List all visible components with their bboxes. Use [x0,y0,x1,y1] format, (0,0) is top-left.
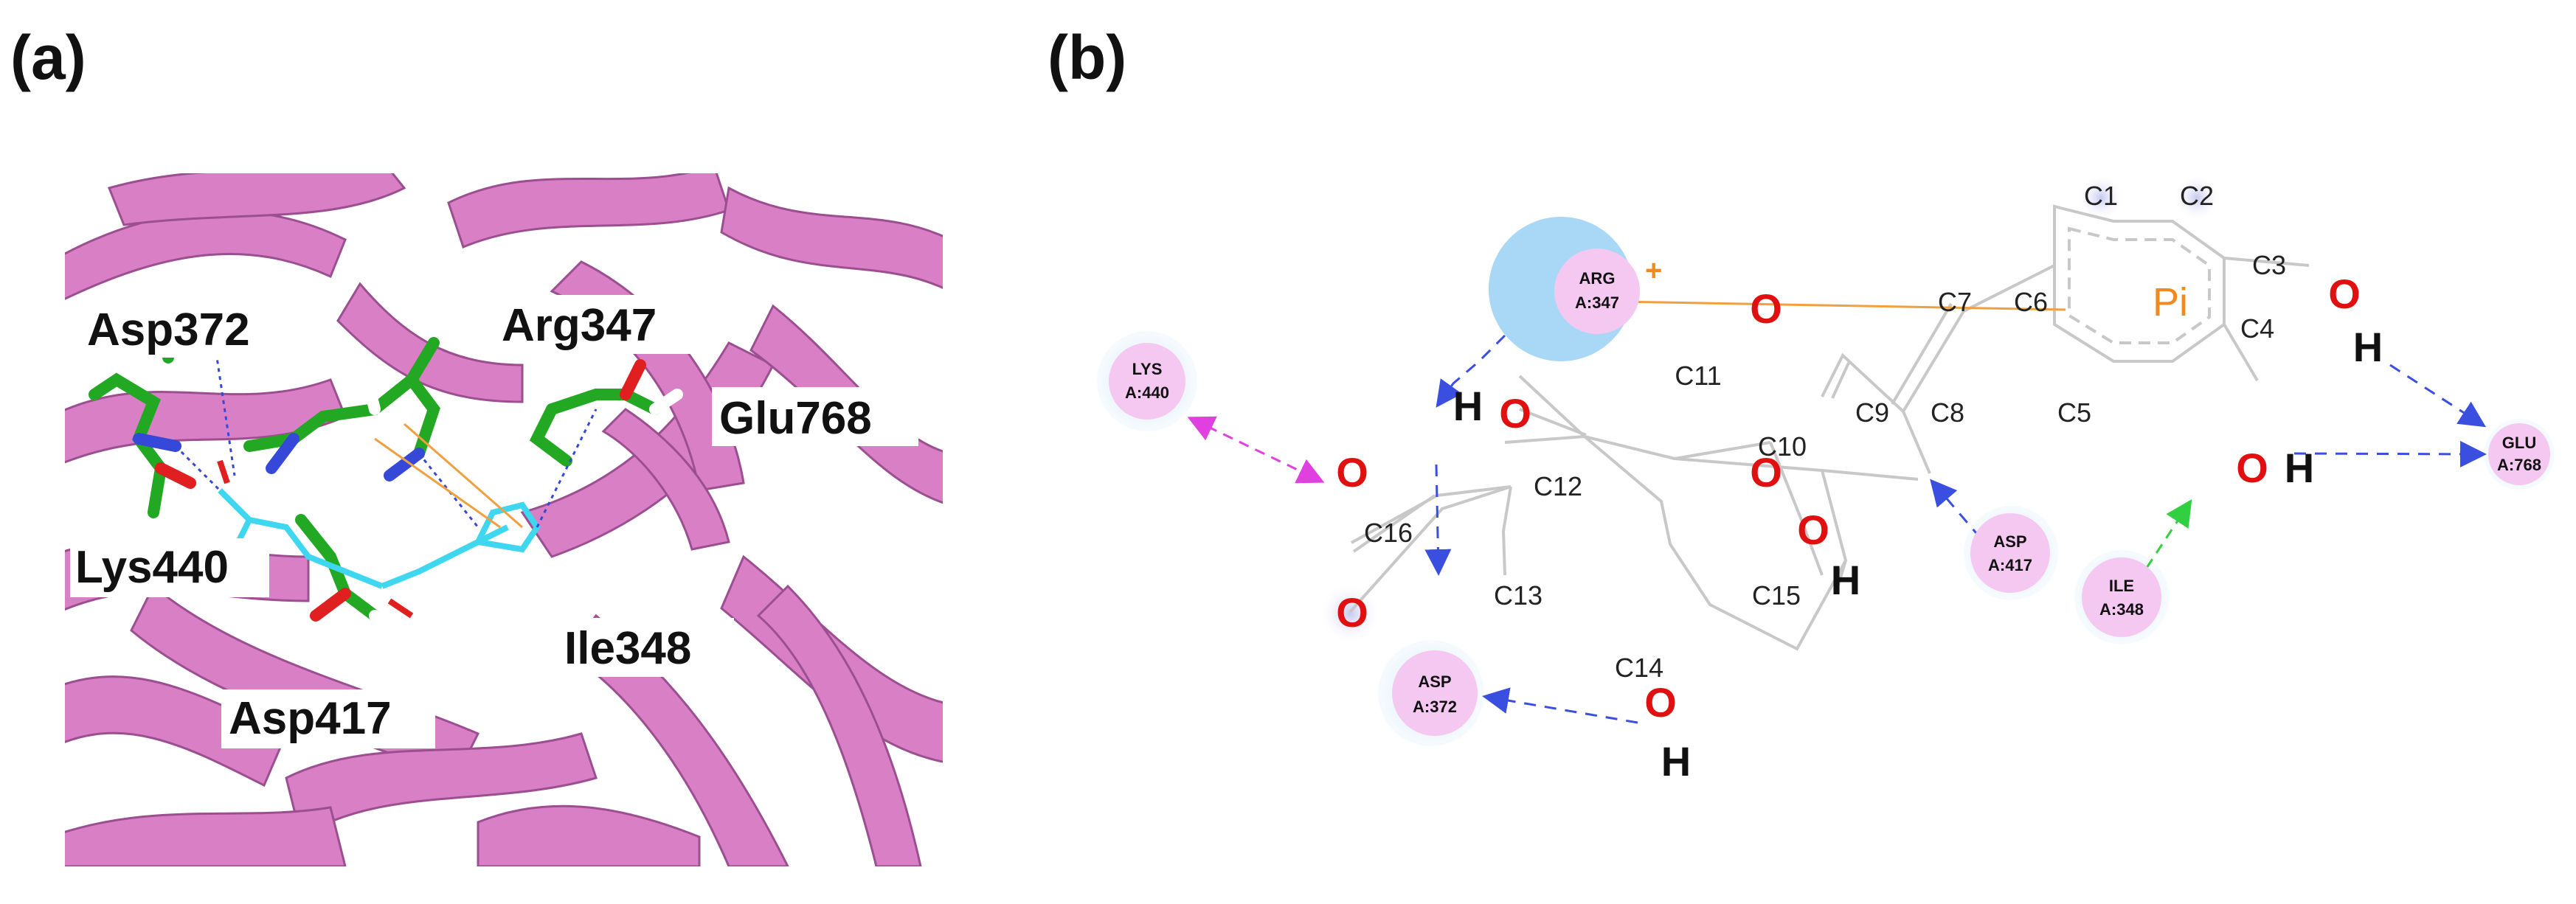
hydrogen-c4: H [2285,445,2314,491]
oxygen-carbonyl: O [1750,285,1782,332]
label-c15: C15 [1752,580,1801,611]
residue-arg347: ARG A:347 [1554,248,1640,334]
atom-glows [1319,174,2220,644]
svg-text:ILE: ILE [2109,577,2134,595]
label-c14: C14 [1615,653,1663,683]
panel-a-label: (a) [10,23,86,92]
svg-text:A:768: A:768 [2497,456,2541,474]
cyclohexane-ring [1519,408,1824,576]
label-c7: C7 [1938,287,1972,317]
oxygen-c16-b: O [1336,589,1368,636]
svg-text:GLU: GLU [2502,434,2536,452]
interaction-2d-diagram: ARG A:347 LYS A:440 ASP A:372 ASP A:417 … [1097,174,2555,782]
label-c13: C13 [1494,580,1543,611]
residue-asp417: ASP A:417 [1970,513,2050,593]
label-c12: C12 [1534,471,1582,501]
label-c9: C9 [1855,397,1889,428]
oxygen-c12: O [1499,390,1531,437]
label-c4: C4 [2240,313,2274,344]
oxygen-c15: O [1797,507,1829,553]
svg-text:ARG: ARG [1579,269,1616,288]
panel-b-label: (b) [1048,23,1127,92]
label-c10: C10 [1758,431,1807,462]
label-c2: C2 [2180,181,2214,211]
oxygen-atoms: O O O O O O O O O [1336,271,2361,726]
svg-text:LYS: LYS [1132,360,1163,378]
svg-text:ASP: ASP [1993,532,2026,551]
hydrogen-atoms: H H H H H [1453,324,2383,782]
interaction-lines [1187,299,2487,724]
docking-3d-view: Asp372 [65,173,943,866]
label-c16: C16 [1364,518,1413,548]
svg-text:A:347: A:347 [1575,293,1619,312]
hydrogen-c12: H [1453,383,1483,429]
oxygen-c3: O [2328,271,2361,317]
pi-cation-label: Pi [2153,280,2188,324]
hydrogen-c3: H [2353,324,2383,370]
charge-label: + [1645,254,1662,287]
oxygen-c4: O [2236,445,2268,491]
hydrogen-c14: H [1661,738,1691,782]
label-c5: C5 [2057,397,2091,428]
label-c8: C8 [1931,397,1964,428]
residue-nodes: ARG A:347 LYS A:440 ASP A:372 ASP A:417 … [1109,248,2550,736]
oxygen-c16-a: O [1336,449,1368,496]
oxygen-ester: O [1750,449,1782,496]
residue-glu768: GLU A:768 [2488,423,2550,485]
svg-text:A:417: A:417 [1988,556,2032,574]
label-c3: C3 [2252,250,2286,280]
carbon-labels: C1 C2 C3 C4 C5 C6 C7 C8 C9 C10 C11 C12 C… [1364,181,2286,683]
svg-text:A:372: A:372 [1413,698,1457,716]
hydrogen-c15: H [1831,557,1860,603]
residue-lys440: LYS A:440 [1109,343,1185,420]
oxygen-c14: O [1644,679,1677,726]
svg-text:A:440: A:440 [1125,383,1169,402]
label-c11: C11 [1675,361,1721,391]
residue-ile348: ILE A:348 [2082,557,2161,637]
label-c1: C1 [2084,181,2118,211]
residue-asp372: ASP A:372 [1392,650,1478,736]
label-c6: C6 [2014,287,2048,317]
svg-text:ASP: ASP [1418,672,1451,691]
svg-text:A:348: A:348 [2099,600,2144,619]
